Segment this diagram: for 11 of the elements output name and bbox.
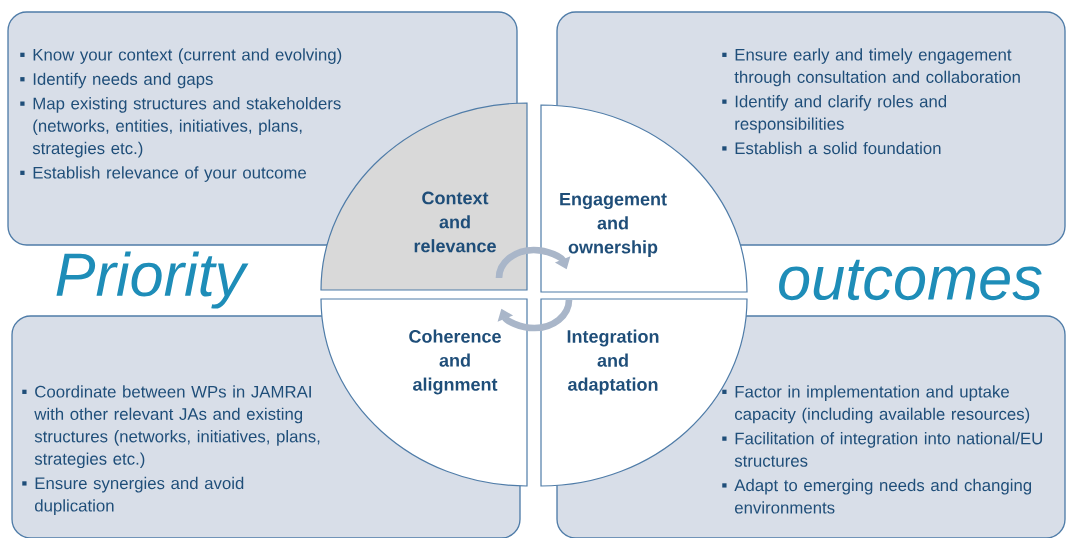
curved-arrow (495, 246, 571, 279)
bullet-item: Ensure synergies and avoid duplication (22, 476, 244, 515)
curved-arrow (497, 299, 573, 332)
bullet-item: Coordinate between WPs in JAMRAI with other relevant JAs and existing structures (networks, initiatives, plans, strategies etc.) (22, 385, 320, 469)
bullet-item: Identify needs and gaps (20, 72, 213, 89)
bullet-item: Know your context (current and evolving) (20, 48, 342, 64)
bullet-item: Establish relevance of your outcome (20, 166, 306, 182)
quadrant-segment: Coherence and alignment (320, 298, 528, 487)
title-word: Priority (56, 251, 249, 309)
bullet-item: Ensure early and timely engagement through consultation and collaboration (722, 48, 1020, 87)
title-word: outcomes (779, 259, 1042, 301)
